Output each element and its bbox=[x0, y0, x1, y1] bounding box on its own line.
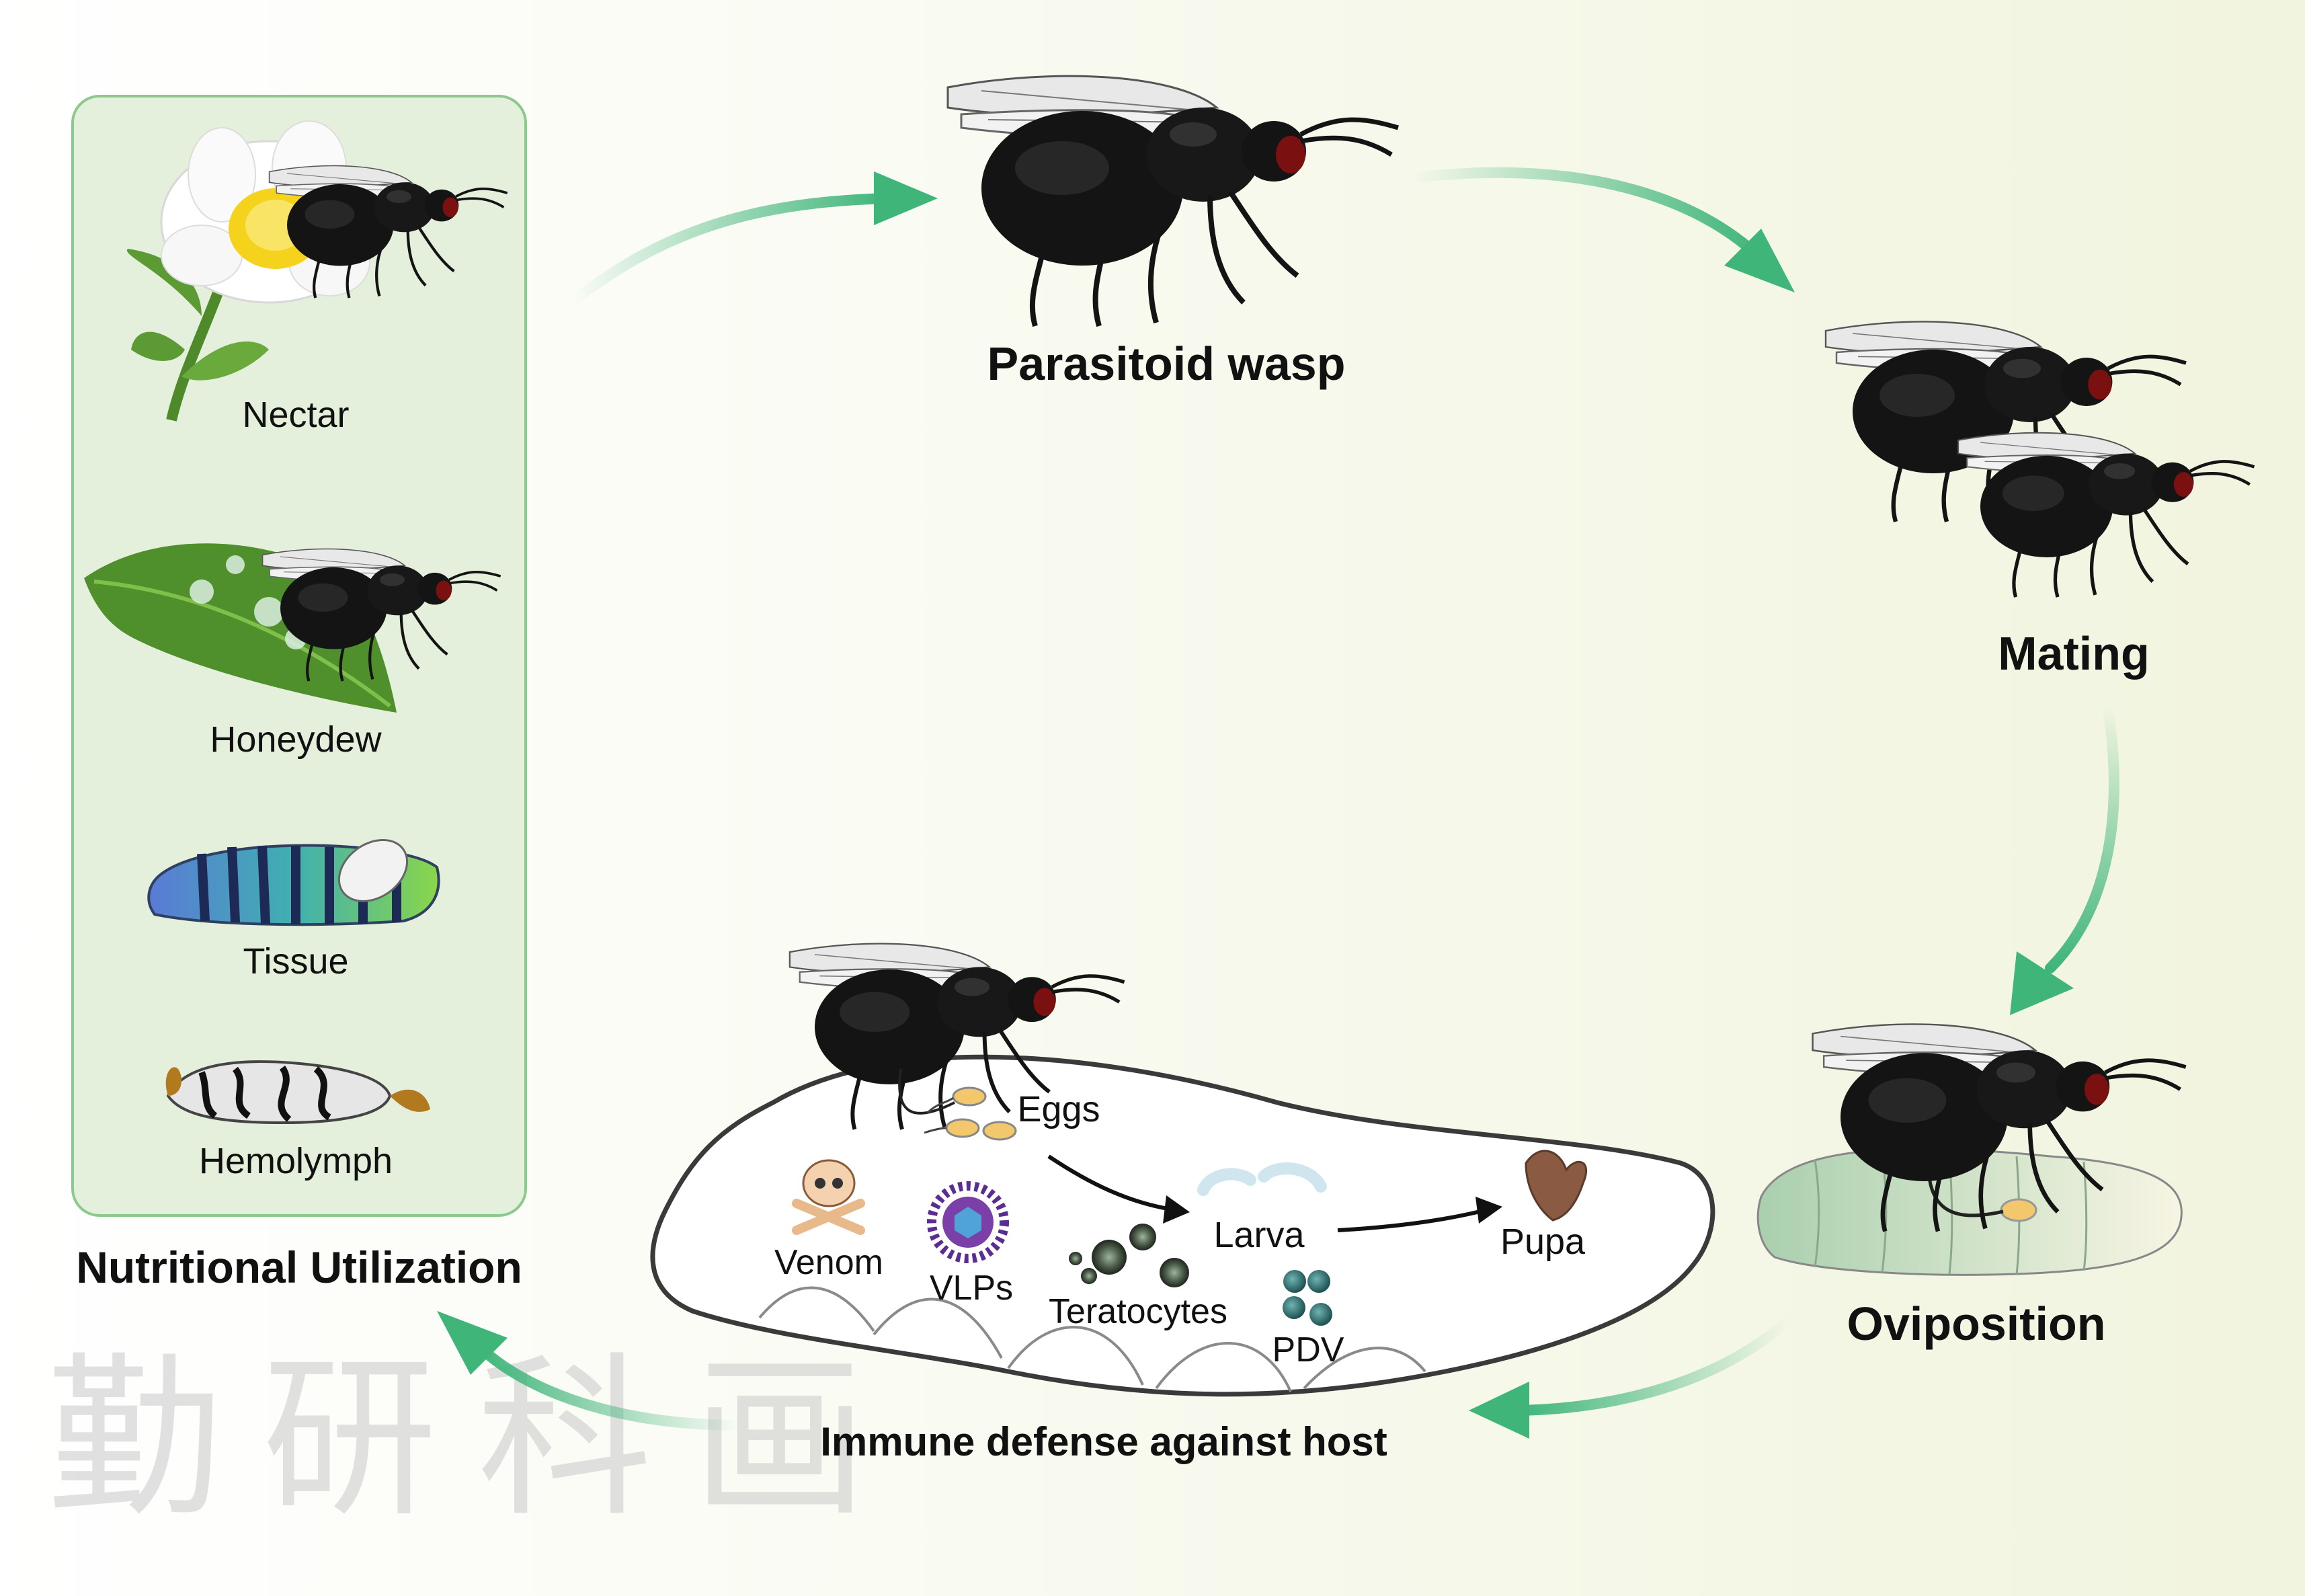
larva-label: Larva bbox=[1213, 1215, 1305, 1255]
honeydew-label: Honeydew bbox=[210, 719, 382, 760]
teratocytes-icon bbox=[1069, 1224, 1189, 1287]
tissue-label: Tissue bbox=[243, 941, 348, 982]
pupa-label: Pupa bbox=[1500, 1222, 1586, 1262]
caterpillar-icon bbox=[147, 839, 440, 926]
arrow-nutrition-to-wasp bbox=[566, 193, 893, 308]
venom-label: Venom bbox=[774, 1243, 883, 1282]
parasitoid-wasp-label: Parasitoid wasp bbox=[987, 337, 1346, 390]
arrowhead bbox=[437, 1311, 508, 1375]
arrowhead bbox=[2010, 951, 2074, 1015]
arrow-immune-to-nutrition bbox=[472, 1339, 745, 1431]
nectar-label: Nectar bbox=[242, 395, 349, 435]
arrowhead bbox=[1724, 229, 1795, 292]
oviposition-label: Oviposition bbox=[1847, 1298, 2106, 1350]
teratocytes-label: Teratocytes bbox=[1049, 1292, 1227, 1331]
arrow-eggs-to-larva bbox=[1047, 1154, 1177, 1212]
eggs-icon bbox=[924, 1086, 1017, 1141]
arrowhead bbox=[1163, 1195, 1190, 1224]
larva-icon bbox=[1197, 1162, 1327, 1196]
pdv-icon bbox=[1283, 1270, 1332, 1326]
immune-defense-label: Immune defense against host bbox=[820, 1419, 1387, 1464]
arrow-wasp-to-mating bbox=[1406, 167, 1767, 264]
hemolymph-icon bbox=[165, 1060, 430, 1125]
nutrition-title: Nutritional Utilization bbox=[76, 1242, 522, 1292]
arrowhead bbox=[1475, 1197, 1502, 1224]
vlps-label: VLPs bbox=[930, 1269, 1013, 1308]
pdv-label: PDV bbox=[1272, 1330, 1344, 1369]
mating-label: Mating bbox=[1998, 627, 2150, 680]
virus-icon bbox=[927, 1181, 1009, 1263]
arrow-oviposition-to-immune bbox=[1514, 1316, 1793, 1416]
skull-icon bbox=[792, 1159, 865, 1235]
arrow-mating-to-oviposition bbox=[2045, 701, 2119, 973]
arrowhead bbox=[1469, 1382, 1529, 1439]
eggs-label: Eggs bbox=[1017, 1089, 1100, 1129]
pupa-icon bbox=[1525, 1150, 1588, 1222]
arrow-larva-to-pupa bbox=[1337, 1208, 1486, 1232]
arrowhead bbox=[874, 171, 938, 225]
hemolymph-label: Hemolymph bbox=[199, 1141, 393, 1181]
ovipositor bbox=[898, 1068, 955, 1115]
watermark: 勤研科画 bbox=[47, 1338, 907, 1541]
host-larva bbox=[650, 1054, 1715, 1397]
